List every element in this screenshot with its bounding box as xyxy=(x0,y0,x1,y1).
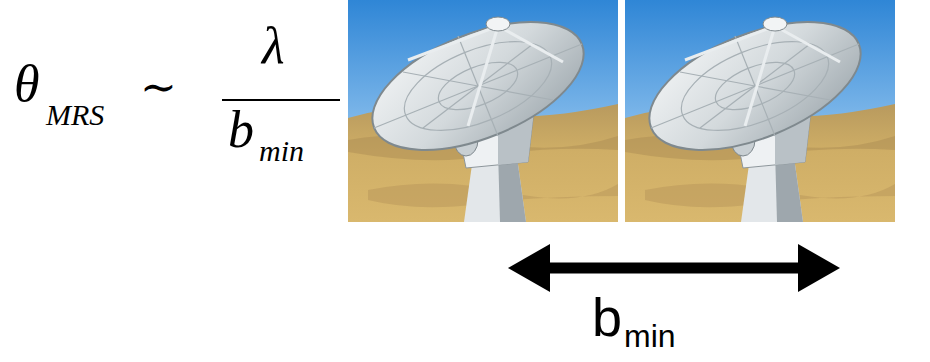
baseline-arrow xyxy=(540,263,808,274)
fraction-bar xyxy=(222,99,340,101)
formula-subscript: MRS xyxy=(46,100,104,130)
baseline-label: b xyxy=(592,290,622,344)
formula-symbol: λ xyxy=(262,20,285,72)
formula-symbol: θ xyxy=(14,58,40,110)
formula-symbol: ∼ xyxy=(140,66,177,110)
formula-symbol: b xyxy=(228,104,254,156)
baseline-subscript: min xyxy=(624,320,676,352)
formula-subscript: min xyxy=(259,136,304,166)
antenna-photo xyxy=(625,0,895,222)
antenna-photo xyxy=(348,0,618,222)
arrow-head xyxy=(798,244,840,292)
arrow-head xyxy=(508,244,550,292)
